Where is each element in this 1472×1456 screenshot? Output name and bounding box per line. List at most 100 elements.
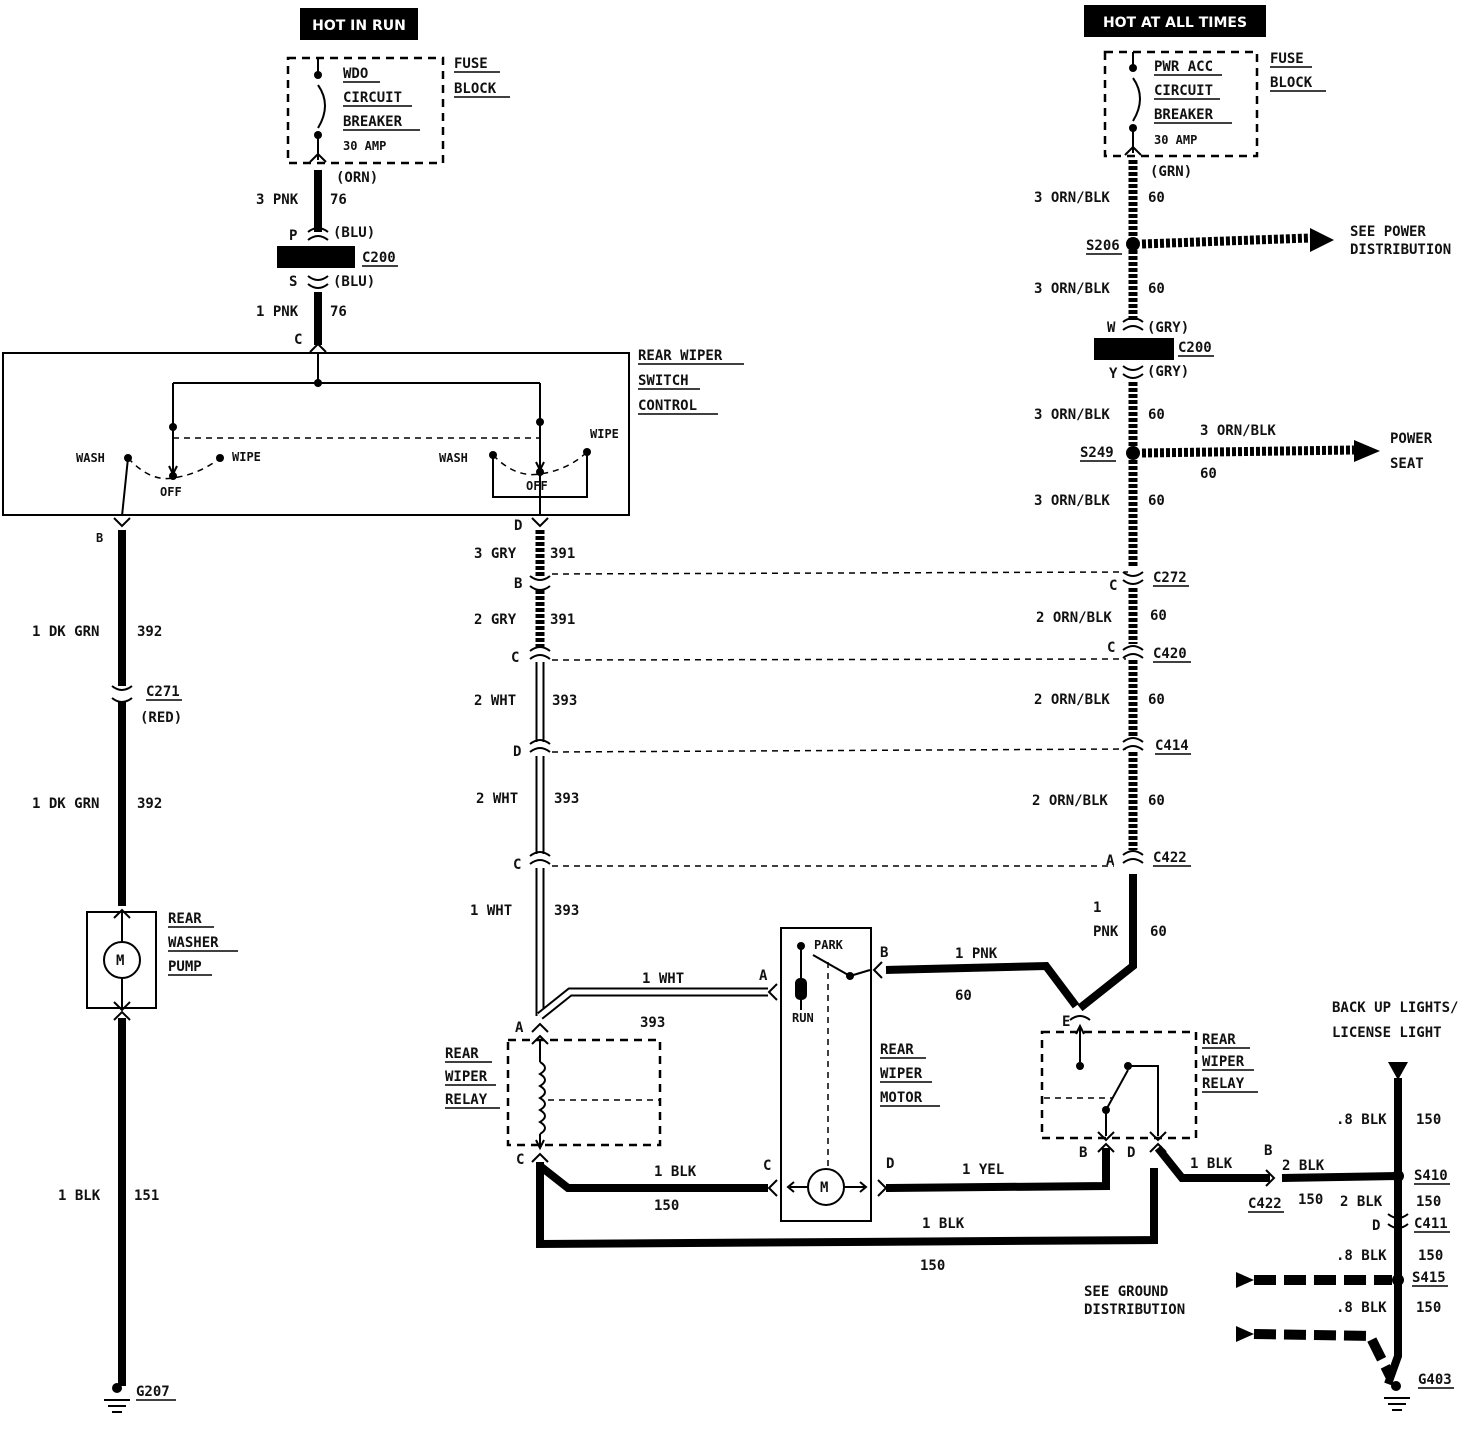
- switch-title2: SWITCH: [638, 373, 689, 389]
- backup-lights-label2: LICENSE LIGHT: [1332, 1025, 1442, 1041]
- ground-circ3: 150: [1418, 1248, 1443, 1264]
- switch-wash-left: WASH: [76, 451, 105, 465]
- relay-right-out-wire: 1 BLK: [1190, 1156, 1233, 1172]
- switch-pin-b: B: [96, 531, 103, 545]
- splice-s410: S410: [1414, 1168, 1448, 1184]
- washer-pump-title1: REAR: [168, 911, 202, 927]
- wiper-pin-b: B: [514, 576, 522, 592]
- ground-wire-b: 2 BLK: [1282, 1158, 1325, 1174]
- wiper-pin-c2: C: [513, 857, 521, 873]
- right-feed-circuit: (GRN) 3 ORN/BLK 60 S206 SEE POWER DISTRI…: [1032, 145, 1451, 1012]
- right-pin-c1: C: [1109, 578, 1117, 594]
- relay-left-title2: WIPER: [445, 1069, 488, 1085]
- left-wire2: 1 PNK: [256, 304, 299, 320]
- component-dashed-links: [551, 571, 1129, 867]
- wiper-wire5: 1 WHT: [470, 903, 512, 919]
- relay-left-pin-c: C: [516, 1152, 524, 1168]
- conn-c420: C420: [1153, 646, 1187, 662]
- wiper-circ4: 393: [554, 791, 579, 807]
- right-circ8: 60: [1150, 924, 1167, 940]
- ground-c422: C422: [1248, 1196, 1282, 1212]
- relay-left-gnd-wire: 1 BLK: [654, 1164, 697, 1180]
- conn-c272: C272: [1153, 570, 1187, 586]
- right-wire6: 2 ORN/BLK: [1034, 692, 1110, 708]
- ground-circ2: 150: [1416, 1194, 1441, 1210]
- wiper-wire2: 2 GRY: [474, 612, 517, 628]
- right-wire4: 3 ORN/BLK: [1034, 493, 1110, 509]
- wiper-circ1: 391: [550, 546, 575, 562]
- hot-at-all-times-label: HOT AT ALL TIMES: [1103, 15, 1247, 31]
- relay-right-title2: WIPER: [1202, 1054, 1245, 1070]
- ground-g403: G403: [1418, 1372, 1452, 1388]
- fuse-block-left-label2: BLOCK: [454, 81, 497, 97]
- power-seat-label2: SEAT: [1390, 456, 1424, 472]
- backup-lights-label1: BACK UP LIGHTS/: [1332, 1000, 1458, 1016]
- wiper-circ5: 393: [554, 903, 579, 919]
- wiper-pin-d: D: [513, 744, 521, 760]
- relay-right-pin-b: B: [1079, 1145, 1087, 1161]
- right-circ3: 60: [1148, 407, 1165, 423]
- ground-g207: G207: [136, 1384, 170, 1400]
- see-power-dist1: SEE POWER: [1350, 224, 1426, 240]
- washer-c271-color: (RED): [140, 710, 182, 726]
- relay-left-title1: REAR: [445, 1046, 479, 1062]
- right-wire1: 3 ORN/BLK: [1034, 190, 1110, 206]
- see-ground-dist2: DISTRIBUTION: [1084, 1302, 1185, 1318]
- motor-pin-c: C: [763, 1158, 771, 1174]
- wiper-circ2: 391: [550, 612, 575, 628]
- motor-d-wire: 1 YEL: [962, 1162, 1004, 1178]
- motor-title1: REAR: [880, 1042, 914, 1058]
- right-circ1: 60: [1148, 190, 1165, 206]
- washer-circuit: M 1 DK GRN 392 C271 (RED) 1 DK GRN 392 R…: [32, 517, 238, 1413]
- splice-s249: S249: [1080, 445, 1114, 461]
- motor-pin-a: A: [759, 968, 768, 984]
- left-c200: C200: [362, 250, 396, 266]
- motor-b-wire: 1 PNK: [955, 946, 998, 962]
- splice-s206: S206: [1086, 238, 1120, 254]
- right-y-pin: Y: [1109, 366, 1118, 382]
- fuse-block-left-label1: FUSE: [454, 56, 488, 72]
- switch-title3: CONTROL: [638, 398, 697, 414]
- hot-at-all-times-header: HOT AT ALL TIMES: [1084, 5, 1266, 37]
- washer-wire1: 1 DK GRN: [32, 624, 99, 640]
- washer-c271: C271: [146, 684, 180, 700]
- relay-left-title3: RELAY: [445, 1092, 488, 1108]
- ground-circ4: 150: [1416, 1300, 1441, 1316]
- right-pin-a: A: [1106, 853, 1115, 869]
- right-c200: C200: [1178, 340, 1212, 356]
- left-circ1: 76: [330, 192, 347, 208]
- switch-off-right: OFF: [526, 479, 548, 493]
- motor-run-label: RUN: [792, 1011, 814, 1025]
- motor-title2: WIPER: [880, 1066, 923, 1082]
- right-pin-c2: C: [1107, 640, 1115, 656]
- fuse-right-line3: BREAKER: [1154, 107, 1214, 123]
- wiper-circuit: 3 GRY 391 B 2 GRY 391 C 2 WHT 393 D 2 WH…: [470, 517, 768, 1036]
- power-seat-wire: 3 ORN/BLK: [1200, 423, 1276, 439]
- washer-circ2: 392: [137, 796, 162, 812]
- splice-s415: S415: [1412, 1270, 1446, 1286]
- power-seat-label1: POWER: [1390, 431, 1433, 447]
- fuse-left-line2: CIRCUIT: [343, 90, 402, 106]
- fuse-left-line3: BREAKER: [343, 114, 403, 130]
- switch-title1: REAR WIPER: [638, 348, 723, 364]
- rear-wiper-motor: PARK RUN M REAR WIPER MOTOR A B C D 1 PN…: [759, 927, 1110, 1222]
- wiper-pin-c1: C: [511, 650, 519, 666]
- ground-pin-b: B: [1264, 1143, 1272, 1159]
- right-term-color: (GRN): [1150, 164, 1192, 180]
- conn-c414: C414: [1155, 738, 1189, 754]
- switch-pin-d: D: [514, 518, 522, 534]
- wiper-wire3: 2 WHT: [474, 693, 516, 709]
- wiper-to-motor-wire: 1 WHT: [642, 971, 684, 987]
- conn-c422-top: C422: [1153, 850, 1187, 866]
- fuse-block-right-label2: BLOCK: [1270, 75, 1313, 91]
- washer-circ3: 151: [134, 1188, 159, 1204]
- fuse-left-line1: WDO: [343, 66, 368, 82]
- washer-motor-m: M: [116, 953, 124, 969]
- right-wire5: 2 ORN/BLK: [1036, 610, 1112, 626]
- right-circ6: 60: [1148, 692, 1165, 708]
- right-wire2: 3 ORN/BLK: [1034, 281, 1110, 297]
- left-term-color: (ORN): [336, 170, 378, 186]
- ground-circuit: BACK UP LIGHTS/ LICENSE LIGHT .8 BLK 150…: [1084, 1000, 1458, 1411]
- fuse-block-right: PWR ACC CIRCUIT BREAKER 30 AMP FUSE BLOC…: [1103, 50, 1326, 158]
- fuse-left-rating: 30 AMP: [343, 139, 386, 153]
